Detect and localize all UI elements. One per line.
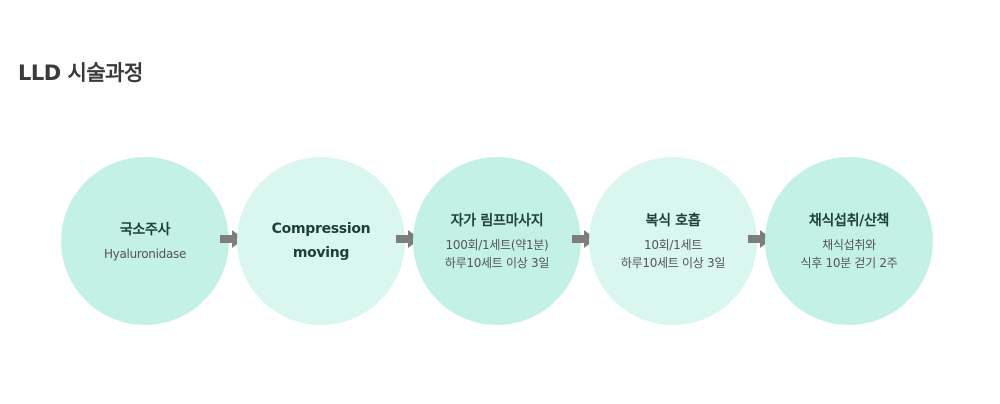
step-compression-moving: Compression moving xyxy=(237,157,405,325)
step-desc-line: 채식섭취와 xyxy=(822,237,876,252)
step-vegetarian-diet-walk: 채식섭취/산책 채식섭취와 식후 10분 걷기 2주 xyxy=(765,157,933,325)
step-desc: Hyaluronidase xyxy=(104,245,186,263)
step-desc: 10회/1세트 하루10세트 이상 3일 xyxy=(620,236,726,272)
step-self-lymph-massage: 자가 림프마사지 100회/1세트(약1분) 하루10세트 이상 3일 xyxy=(413,157,581,325)
step-title: 국소주사 xyxy=(119,221,171,238)
step-desc-line: Hyaluronidase xyxy=(103,246,187,261)
step-title: 자가 림프마사지 xyxy=(450,212,544,229)
page-title: LLD 시술과정 xyxy=(18,61,143,85)
step-title-line: moving xyxy=(292,245,350,261)
step-desc-line: 하루10세트 이상 3일 xyxy=(620,255,726,270)
step-abdominal-breathing: 복식 호흡 10회/1세트 하루10세트 이상 3일 xyxy=(589,157,757,325)
step-title: Compression moving xyxy=(272,217,371,265)
step-desc-line: 하루10세트 이상 3일 xyxy=(444,255,550,270)
step-title: 채식섭취/산책 xyxy=(808,212,890,229)
step-desc: 100회/1세트(약1분) 하루10세트 이상 3일 xyxy=(444,236,550,272)
step-desc-line: 100회/1세트(약1분) xyxy=(445,237,549,252)
step-local-injection: 국소주사 Hyaluronidase xyxy=(61,157,229,325)
step-desc: 채식섭취와 식후 10분 걷기 2주 xyxy=(801,236,898,272)
step-desc-line: 10회/1세트 xyxy=(644,237,702,252)
step-title-line: Compression xyxy=(271,221,371,237)
step-desc-line: 식후 10분 걷기 2주 xyxy=(800,255,898,270)
step-title: 복식 호흡 xyxy=(645,212,701,229)
